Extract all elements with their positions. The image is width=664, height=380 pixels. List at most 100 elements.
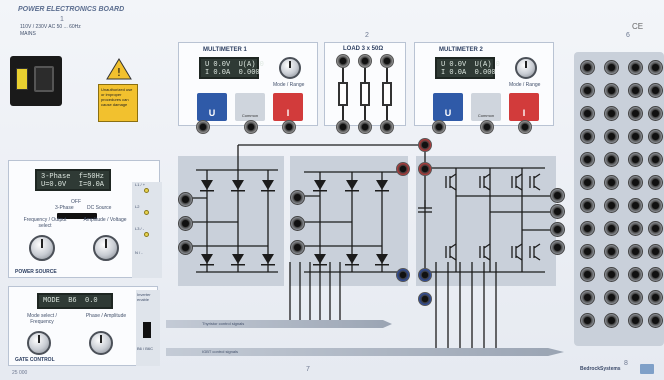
mm1-common-jack[interactable] [244,120,258,134]
patch-jack-r8-c4[interactable] [648,221,663,236]
patch-jack-r1-c4[interactable] [648,60,663,75]
gc-phase-knob[interactable] [89,331,113,355]
patch-jack-r3-c1[interactable] [580,106,595,121]
mm1-i-jack[interactable] [282,120,296,134]
dc-link-minus-jack[interactable] [418,292,432,306]
patch-jack-r8-c2[interactable] [604,221,619,236]
patch-jack-r5-c1[interactable] [580,152,595,167]
ps-mode-switch[interactable] [57,213,97,219]
patch-jack-r5-c3[interactable] [628,152,643,167]
load-jack-2-top[interactable] [358,54,372,68]
mm2-i-jack[interactable] [518,120,532,134]
patch-jack-r4-c4[interactable] [648,129,663,144]
load-jack-3-top[interactable] [380,54,394,68]
patch-jack-r11-c1[interactable] [580,290,595,305]
patch-jack-r12-c3[interactable] [628,313,643,328]
ps-led-2 [144,210,149,215]
igbt-out-u-jack[interactable] [550,188,565,203]
igbt-out-n-jack[interactable] [550,240,565,255]
dc-link-plus-jack[interactable] [418,138,432,152]
power-switch-icon[interactable] [16,68,28,90]
patch-jack-r11-c4[interactable] [648,290,663,305]
gc-enable-switch[interactable] [143,322,151,338]
igbt-minus-jack[interactable] [418,268,432,282]
patch-jack-r7-c1[interactable] [580,198,595,213]
mm1-u-label: U [208,108,216,118]
patch-jack-r6-c1[interactable] [580,175,595,190]
load-jack-3-bottom[interactable] [380,120,394,134]
patch-jack-r3-c4[interactable] [648,106,663,121]
patch-jack-r8-c1[interactable] [580,221,595,236]
ps-frequency-knob[interactable] [29,235,55,261]
patch-jack-r2-c3[interactable] [628,83,643,98]
patch-jack-r3-c2[interactable] [604,106,619,121]
patch-jack-r9-c2[interactable] [604,244,619,259]
bridge2-l1-jack[interactable] [290,190,305,205]
ps-display-line1: 3-Phase f=50Hz [41,173,105,181]
patch-jack-r2-c2[interactable] [604,83,619,98]
multimeter-1-mode-knob[interactable] [279,57,301,79]
mm2-i-button[interactable]: I [509,93,539,121]
bridge1-l3-jack[interactable] [178,240,193,255]
patch-jack-r10-c1[interactable] [580,267,595,282]
patch-jack-r12-c4[interactable] [648,313,663,328]
patch-jack-r1-c2[interactable] [604,60,619,75]
bridge2-l3-jack[interactable] [290,240,305,255]
patch-jack-r8-c3[interactable] [628,221,643,236]
patch-jack-r10-c2[interactable] [604,267,619,282]
load-jack-1-top[interactable] [336,54,350,68]
patch-jack-r2-c1[interactable] [580,83,595,98]
patch-jack-r12-c2[interactable] [604,313,619,328]
patch-jack-r9-c4[interactable] [648,244,663,259]
bridge1-l1-jack[interactable] [178,192,193,207]
section-number-7: 7 [306,366,310,373]
igbt-out-v-jack[interactable] [550,204,565,219]
mm2-u-button[interactable]: U [433,93,463,121]
patch-jack-r9-c3[interactable] [628,244,643,259]
patch-jack-r3-c3[interactable] [628,106,643,121]
patch-jack-r6-c4[interactable] [648,175,663,190]
patch-jack-r11-c2[interactable] [604,290,619,305]
power-socket-icon[interactable] [10,56,62,106]
load-jack-1-bottom[interactable] [336,120,350,134]
mm1-i-button[interactable]: I [273,93,303,121]
patch-jack-r11-c3[interactable] [628,290,643,305]
bridge2-minus-jack[interactable] [396,268,410,282]
patch-jack-r10-c4[interactable] [648,267,663,282]
patch-jack-r6-c3[interactable] [628,175,643,190]
mm2-u-jack[interactable] [432,120,446,134]
patch-jack-r7-c3[interactable] [628,198,643,213]
patch-jack-r6-c2[interactable] [604,175,619,190]
patch-jack-r9-c1[interactable] [580,244,595,259]
patch-jack-r1-c1[interactable] [580,60,595,75]
bridge2-plus-jack[interactable] [396,162,410,176]
patch-jack-r10-c3[interactable] [628,267,643,282]
patch-jack-r5-c4[interactable] [648,152,663,167]
ps-mode-dc: DC Source [87,205,112,211]
patch-jack-r4-c1[interactable] [580,129,595,144]
patch-jack-r7-c4[interactable] [648,198,663,213]
mm2-display-line1: U 0.0V U(A) 0 [441,61,500,69]
multimeter-2-mode-knob[interactable] [515,57,537,79]
load-jack-2-bottom[interactable] [358,120,372,134]
patch-jack-r4-c2[interactable] [604,129,619,144]
mm1-common-button[interactable]: Common [235,93,265,121]
patch-jack-r1-c3[interactable] [628,60,643,75]
mm1-u-button[interactable]: U [197,93,227,121]
ps-amplitude-knob[interactable] [93,235,119,261]
patch-jack-r12-c1[interactable] [580,313,595,328]
patch-jack-r2-c4[interactable] [648,83,663,98]
patch-jack-r5-c2[interactable] [604,152,619,167]
igbt-out-w-jack[interactable] [550,222,565,237]
ps-output-3-label: L3 / - [135,226,145,231]
gc-mode-knob[interactable] [27,331,51,355]
bridge2-l2-jack[interactable] [290,216,305,231]
bridge1-l2-jack[interactable] [178,216,193,231]
mm1-u-jack[interactable] [196,120,210,134]
mm2-common-button[interactable]: Common [471,93,501,121]
igbt-plus-jack[interactable] [418,162,432,176]
patch-jack-r4-c3[interactable] [628,129,643,144]
patch-jack-r7-c2[interactable] [604,198,619,213]
multimeter-2-display: U 0.0V U(A) 0 I 0.0A 0.000 [435,57,500,79]
mm2-common-jack[interactable] [480,120,494,134]
